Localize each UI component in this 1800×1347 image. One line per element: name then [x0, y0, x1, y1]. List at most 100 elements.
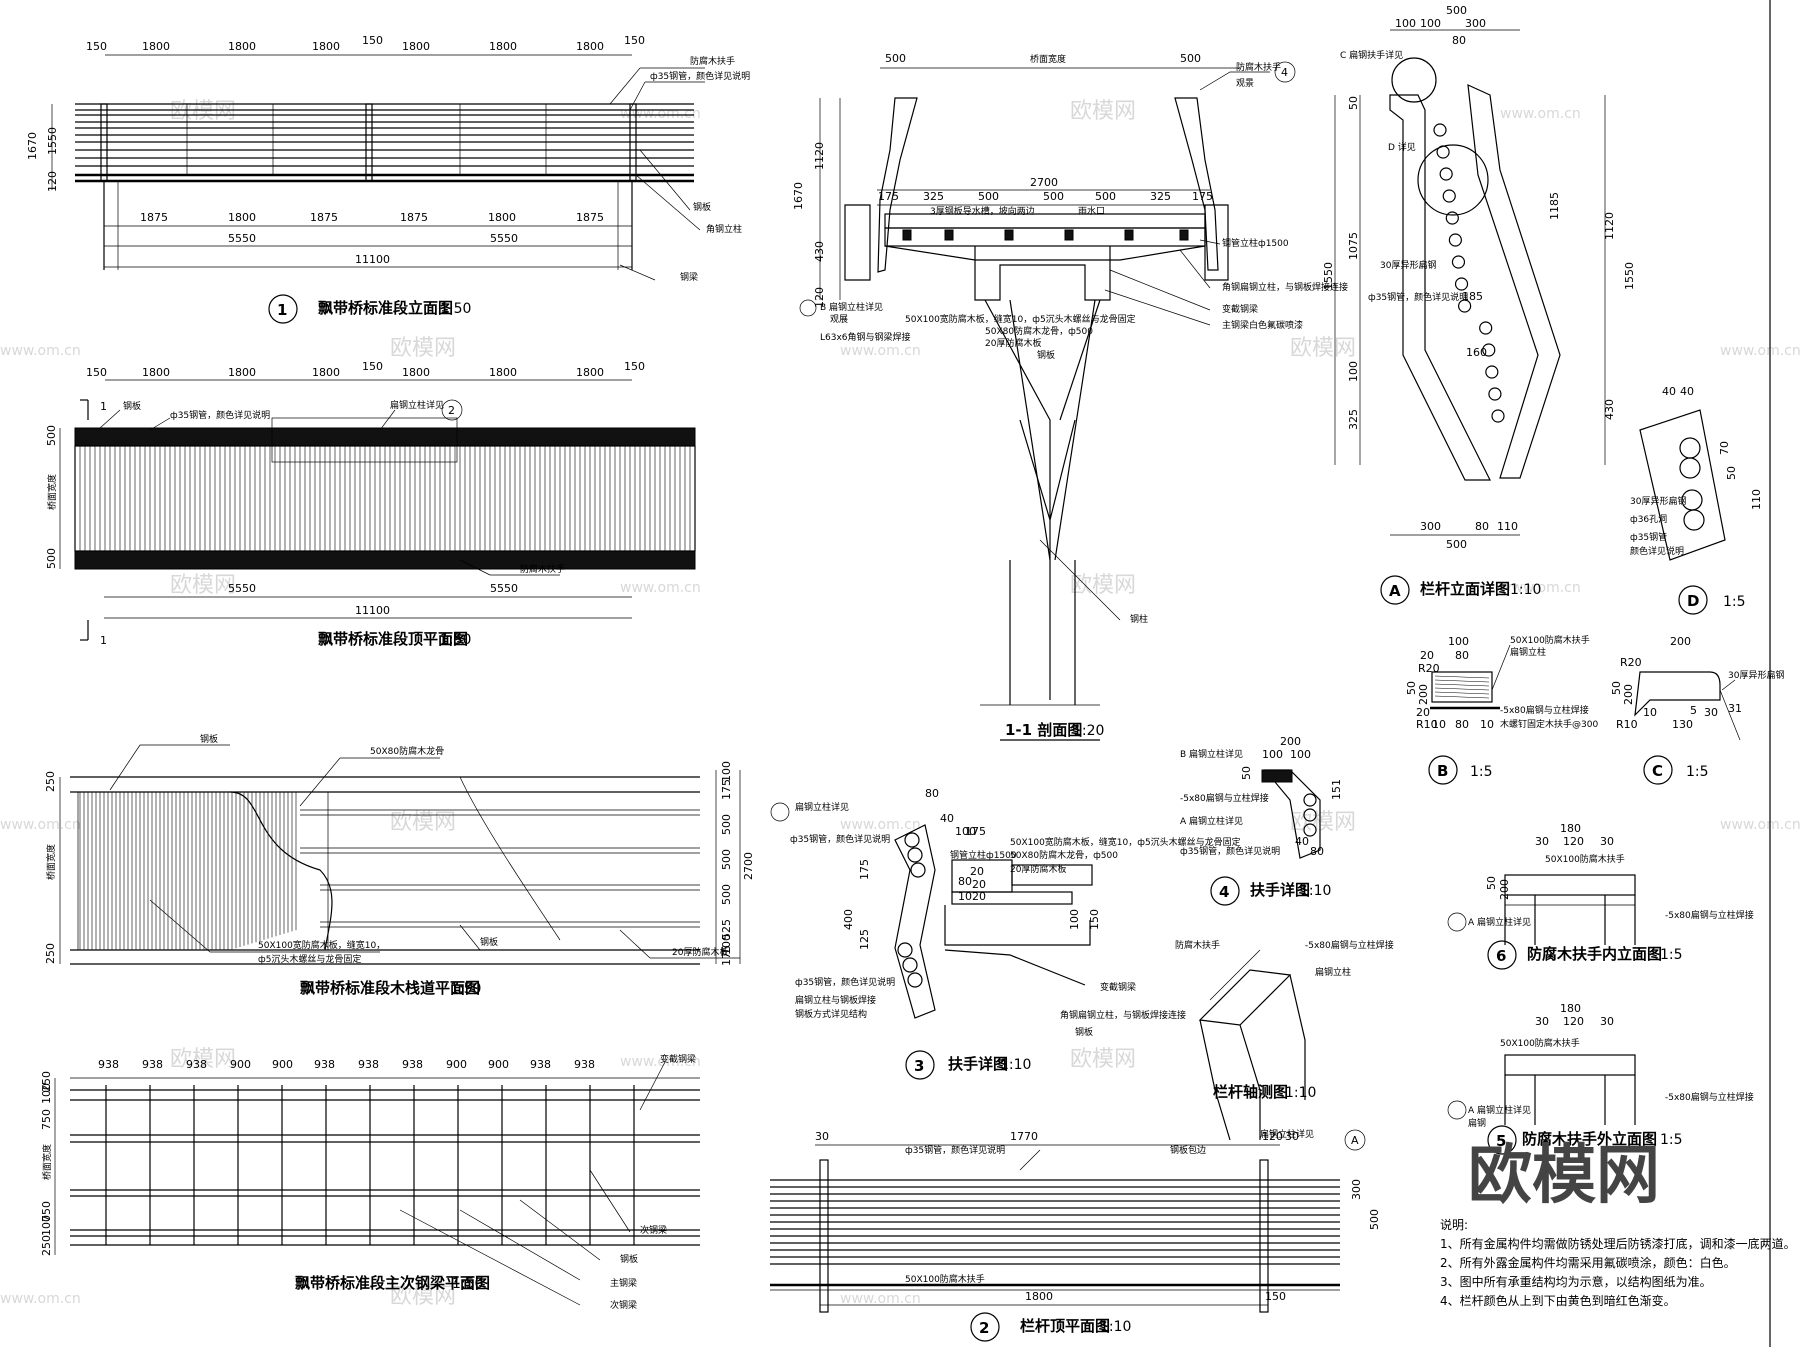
label: 50X80防腐木龙骨，ф500 — [985, 325, 1093, 337]
A-right-dims: 1120 1550 430 1185 — [1548, 95, 1636, 465]
dim-label: 150 — [624, 360, 645, 373]
view-title: 防腐木扶手内立面图 — [1527, 945, 1662, 963]
dim-label: 175 — [878, 190, 899, 203]
label: 防腐木扶手 — [520, 563, 565, 575]
dim-label: 200 — [1498, 879, 1511, 900]
dim-label: 80 — [958, 875, 972, 888]
dim-label: 桥面宽度 — [45, 844, 57, 880]
dim-label: 80 — [1455, 718, 1469, 731]
view-1-elevation: 150 1800 1800 1800 150 1800 1800 1800 15… — [26, 34, 750, 324]
dim-label: 100 — [1347, 361, 1360, 382]
dim-label: 1670 — [26, 132, 39, 160]
break-line — [459, 776, 561, 941]
dim-label: 900 — [488, 1058, 509, 1071]
dim-label: 1550 — [1322, 262, 1335, 290]
v3-right-dims: 100 175 500 500 500 525 100 175 2700 — [715, 761, 755, 966]
tube-hole — [1439, 167, 1453, 181]
dim-label: 750 — [40, 1201, 53, 1222]
label: 50X100防腐木扶手 — [1545, 853, 1625, 865]
dim-label: 100 — [1290, 748, 1311, 761]
label: 钢梁 — [680, 271, 698, 283]
label: ф35钢管，颜色详见说明 — [170, 409, 270, 421]
label: 扁钢立柱 — [1315, 966, 1351, 978]
dim-label: 500 — [1446, 538, 1467, 551]
view-letter: B — [1437, 762, 1448, 780]
view-number-circle — [268, 294, 298, 324]
dim-label: 1875 — [310, 211, 338, 224]
dim-label: 938 — [402, 1058, 423, 1071]
dim-label: 400 — [842, 909, 855, 930]
label: B 扁钢立柱详见 — [1180, 748, 1243, 760]
view-letter: A — [1389, 582, 1401, 600]
detail-callout: 2 — [448, 404, 455, 417]
view-letter: D — [1687, 592, 1699, 610]
label: 雨水口 — [1078, 205, 1105, 217]
dim-label: 1185 — [1548, 192, 1561, 220]
dim-label: 151 — [1330, 779, 1343, 800]
dim-label: 100 — [1068, 909, 1081, 930]
dim-label: 50 — [1240, 766, 1253, 780]
label: 钢板包边 — [1170, 1144, 1206, 1156]
wood-grain-line — [1434, 695, 1490, 699]
label: 50X100宽防腐木板，缝宽10，ф5沉头木螺丝与龙骨固定 — [905, 313, 1136, 325]
dim-label: 500 — [1446, 4, 1467, 17]
watermark-url: www.om.cn — [1500, 106, 1581, 122]
dim-label: 500 — [1180, 52, 1201, 65]
dim-label: 1875 — [400, 211, 428, 224]
dim-label: 1800 — [576, 366, 604, 379]
break-line — [229, 791, 333, 951]
dim-label: 1875 — [576, 211, 604, 224]
label: 钢柱 — [1130, 613, 1148, 625]
dim-label: 150 — [1265, 1290, 1286, 1303]
detail-4-handrail: 200 100 100 50 151 80 40 B 扁钢立柱详见 -5x80扁… — [1180, 735, 1343, 906]
dim-label: 938 — [98, 1058, 119, 1071]
v2-left-dims: 500 桥面宽度 500 — [45, 425, 61, 569]
dim-label: 5550 — [228, 232, 256, 245]
dim-label: 185 — [1462, 290, 1483, 303]
v1-leaders: 防腐木扶手 ф35钢管，颜色详见说明 钢板 角钢立柱 钢梁 — [609, 55, 750, 283]
dim-label: 31 — [1728, 702, 1742, 715]
detail-2-railing-top-plan: 30 1770 120 30 1800 150 300 500 ф35钢管，颜色… — [770, 1128, 1381, 1342]
label: ф35钢管，颜色详见说明 — [795, 976, 895, 988]
label: 50X100防腐木扶手 — [1510, 634, 1590, 646]
view-scale: 1:20 — [1073, 723, 1104, 739]
dim-label: 938 — [142, 1058, 163, 1071]
watermark: 欧模网 — [1290, 336, 1356, 361]
v1-mid-dims: 1875 1800 1875 1875 1800 1875 — [140, 211, 604, 224]
label: 观展 — [830, 314, 848, 325]
dim-label: 500 — [45, 548, 58, 569]
watermark-url: www.om.cn — [0, 343, 81, 359]
dim-label: 80 — [1310, 845, 1324, 858]
label: -5x80扁钢与立柱焊接 — [1500, 704, 1589, 716]
dim-label: 1800 — [576, 40, 604, 53]
dim-label: 500 — [1368, 1209, 1381, 1230]
dim-label: 100 — [720, 761, 733, 782]
tube-hole — [1458, 299, 1472, 313]
tube-hole — [1454, 277, 1469, 291]
dim-label: 80 — [1455, 649, 1469, 662]
watermark-layer: 欧模网 www.om.cn 欧模网 www.om.cn www.om.cn 欧模… — [0, 99, 1800, 1309]
label: 扁钢立柱与钢板焊接 — [795, 994, 876, 1006]
label: -5x80扁钢与立柱焊接 — [1665, 909, 1754, 921]
label: 50X100防腐木扶手 — [1500, 1037, 1580, 1049]
joist-blocks — [902, 229, 1189, 241]
dim-label: 250 — [40, 1071, 53, 1092]
note-item: 3、图中所有承重结构均为示意，以结构图纸为准。 — [1440, 1275, 1712, 1289]
dim-label: 30 — [815, 1130, 829, 1143]
dim-label: 100 — [1420, 17, 1441, 30]
tube-hole — [1433, 123, 1447, 137]
dim-label: 1550 — [46, 127, 59, 155]
railing-left — [877, 97, 918, 273]
dim-label: 80 — [1452, 34, 1466, 47]
wood-grain-line — [1434, 679, 1490, 683]
watermark: 欧模网 — [390, 1284, 456, 1309]
section-cut-label: 1 — [100, 400, 107, 413]
tube-hole — [1448, 233, 1462, 247]
label: 角钢扁钢立柱，与钢板焊接连接 — [1222, 281, 1348, 293]
view-number: 5 — [1496, 1132, 1506, 1150]
watermark: 欧模网 — [1290, 810, 1356, 835]
railing-band-top — [74, 427, 696, 447]
dim-label: 175 — [1192, 190, 1213, 203]
dim-label: 300 — [1465, 17, 1486, 30]
